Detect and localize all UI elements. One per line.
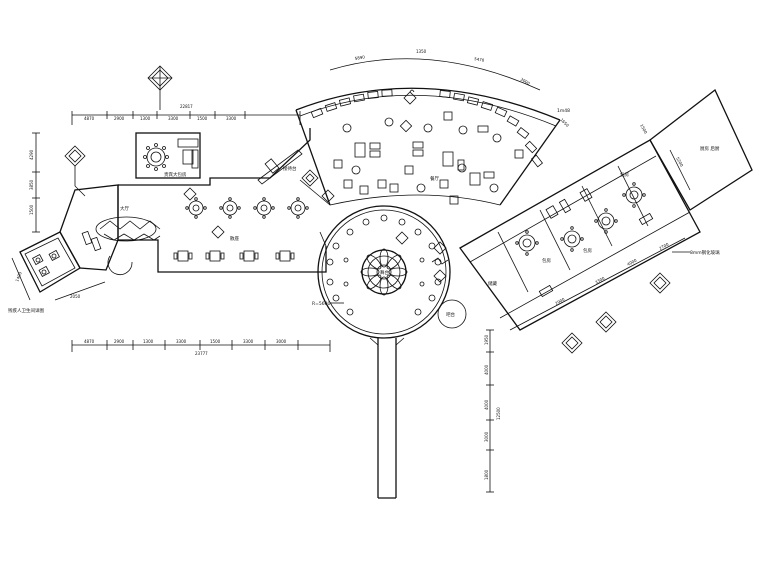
stage-label: 舞台 xyxy=(380,269,389,276)
west-corridor: 大厅 xyxy=(59,184,161,276)
left-dim-c: 1500 xyxy=(29,204,34,215)
stage-rosette xyxy=(360,248,408,296)
compass-marker-top xyxy=(147,65,173,110)
east-dim-b: 3300 xyxy=(594,275,606,284)
vip-chairs xyxy=(143,143,169,171)
arc-plants xyxy=(342,117,502,193)
top-dimension-line: 22817 4870 2900 1300 3300 1500 3300 xyxy=(71,104,301,125)
circular-stage: 舞台 R=5600 吧台 xyxy=(312,205,467,339)
bottom-seg-4: 3300 xyxy=(176,339,187,344)
bottom-dimension-line: 23777 4870 2900 1300 3300 1500 3300 3000 xyxy=(71,339,331,356)
left-note: 残疾人卫生间详图 xyxy=(8,307,44,314)
arc-note: 1m48 xyxy=(557,108,570,114)
east-dim-c: 4000 xyxy=(626,257,638,266)
bottom-seg-3: 1300 xyxy=(143,339,154,344)
east-wing: 包房 包房 包房 储藏 厨房 后厨 2900 3300 4000 2700 52… xyxy=(459,88,753,331)
compass-marker-right-2 xyxy=(595,311,617,333)
top-seg-2: 2900 xyxy=(114,116,125,121)
arc-sofa-groups xyxy=(354,111,524,186)
dining-label: 餐厅 xyxy=(430,175,439,182)
left-dimension-line: 4290 3850 1500 1400 2050 xyxy=(11,132,106,301)
reception-label: 接待台 xyxy=(283,165,297,172)
east-dim-a: 2900 xyxy=(554,296,566,305)
private-room-3-label: 包房 xyxy=(620,171,629,178)
circle-note: R=5600 xyxy=(312,301,330,307)
bottom-seg-5: 1500 xyxy=(210,339,221,344)
top-seg-3: 1300 xyxy=(140,116,151,121)
top-total-dim: 22817 xyxy=(180,104,193,109)
arc-booths xyxy=(310,89,544,168)
right-dim-a: 5200 xyxy=(675,156,684,168)
private-room-2-label: 包房 xyxy=(583,247,592,254)
bottom-seg-2: 2900 xyxy=(114,339,125,344)
right-dim-b: 1500 xyxy=(639,123,648,135)
arc-table-clusters xyxy=(333,159,459,205)
left-dim-b: 3850 xyxy=(29,179,34,190)
bottom-total-dim: 23777 xyxy=(195,351,208,356)
bar-label: 吧台 xyxy=(446,311,455,318)
right-vertical-dimension: 1950 4000 4000 3000 1800 12500 xyxy=(484,329,501,493)
west-hall: 贵宾大包房 接待台 散座 xyxy=(117,128,335,273)
arc-dim-b: 1350 xyxy=(416,49,427,54)
right-seg-3: 4000 xyxy=(484,399,489,410)
right-seg-4: 3000 xyxy=(484,431,489,442)
top-seg-5: 1500 xyxy=(197,116,208,121)
right-total-dim: 12500 xyxy=(496,407,501,420)
compass-marker-right-1 xyxy=(649,272,671,294)
hall-diamond-columns xyxy=(183,187,335,239)
storage-label: 储藏 xyxy=(488,280,497,287)
bottom-seg-6: 3300 xyxy=(243,339,254,344)
right-seg-2: 4000 xyxy=(484,364,489,375)
vip-room-label: 贵宾大包房 xyxy=(164,171,187,178)
right-seg-1: 1950 xyxy=(484,334,489,345)
east-room-chairs xyxy=(515,182,646,256)
private-room-1-label: 包房 xyxy=(542,257,551,264)
right-seg-5: 1800 xyxy=(484,469,489,480)
hall-label: 散座 xyxy=(230,235,239,242)
east-dim-d: 2700 xyxy=(658,241,670,250)
top-seg-1: 4870 xyxy=(84,116,95,121)
hall-stage-connector xyxy=(299,179,331,247)
south-walkway xyxy=(369,337,405,499)
arc-dim-c: 5470 xyxy=(474,56,485,63)
compass-marker-right-3 xyxy=(561,332,583,354)
bottom-seg-1: 4870 xyxy=(84,339,95,344)
top-seg-6: 3300 xyxy=(226,116,237,121)
left-lower-dim-a: 1400 xyxy=(14,271,23,283)
arc-dim-d: 3000 xyxy=(520,77,532,87)
fan-dining-area: 5890 1350 5470 3000 1650 1m48 xyxy=(295,49,570,206)
arc-dim-e: 1650 xyxy=(559,117,570,128)
hall-round-tables xyxy=(185,197,309,219)
lobby-label: 大厅 xyxy=(120,205,129,212)
bottom-seg-7: 3000 xyxy=(276,339,287,344)
right-note: 8mm钢化玻璃 xyxy=(690,249,720,256)
left-dim-a: 4290 xyxy=(29,149,34,160)
kitchen-label: 厨房 后厨 xyxy=(700,145,720,152)
hall-square-tables xyxy=(173,250,295,262)
compass-marker-left xyxy=(64,145,86,197)
left-lower-dim-b: 2050 xyxy=(70,294,81,299)
top-seg-4: 3300 xyxy=(168,116,179,121)
arc-dim-a: 5890 xyxy=(354,54,365,61)
